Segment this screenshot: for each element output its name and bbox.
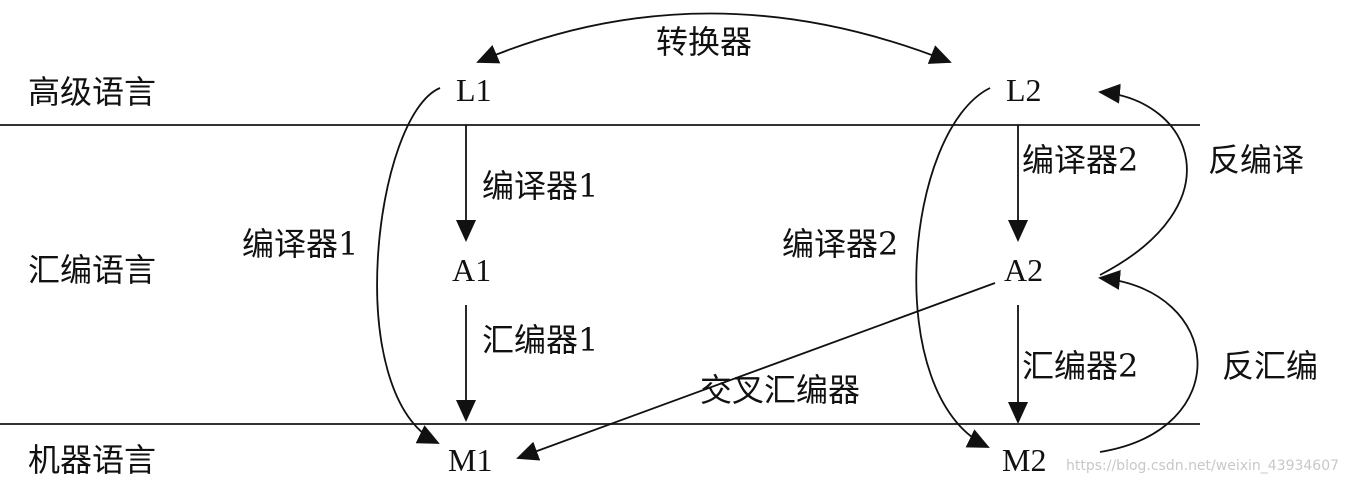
edge-label-assembler1: 汇编器1 (482, 321, 599, 359)
edge-label-compiler2-short: 编译器2 (1022, 141, 1139, 179)
node-a2: A2 (1004, 252, 1044, 288)
level-label-asm: 汇编语言 (28, 251, 157, 289)
node-m2: M2 (1002, 442, 1047, 478)
node-l2: L2 (1006, 72, 1042, 108)
watermark: https://blog.csdn.net/weixin_43934607 (1066, 458, 1340, 474)
arrow-l1-m1-direct (376, 87, 441, 444)
edge-label-cross-assembler: 交叉汇编器 (700, 371, 861, 409)
edge-label-compiler2-long: 编译器2 (782, 225, 899, 263)
edge-label-disassemble: 反汇编 (1222, 347, 1319, 385)
edge-label-compiler1-short: 编译器1 (482, 167, 599, 205)
node-a1: A1 (452, 252, 492, 288)
edge-label-converter: 转换器 (656, 23, 753, 61)
arrow-disassemble (1098, 269, 1199, 453)
level-label-machine: 机器语言 (28, 441, 157, 479)
edge-label-assembler2: 汇编器2 (1022, 347, 1139, 385)
node-l1: L1 (456, 72, 492, 108)
arrow-cross-assembler (516, 282, 996, 461)
converter-arrow (476, 12, 952, 64)
level-label-high: 高级语言 (28, 73, 157, 111)
edge-label-decompile: 反编译 (1208, 141, 1305, 179)
node-m1: M1 (448, 442, 493, 478)
arrow-decompile (1098, 83, 1188, 276)
arrow-l2-m2-direct (915, 87, 991, 448)
edge-label-compiler1-long: 编译器1 (242, 225, 359, 263)
